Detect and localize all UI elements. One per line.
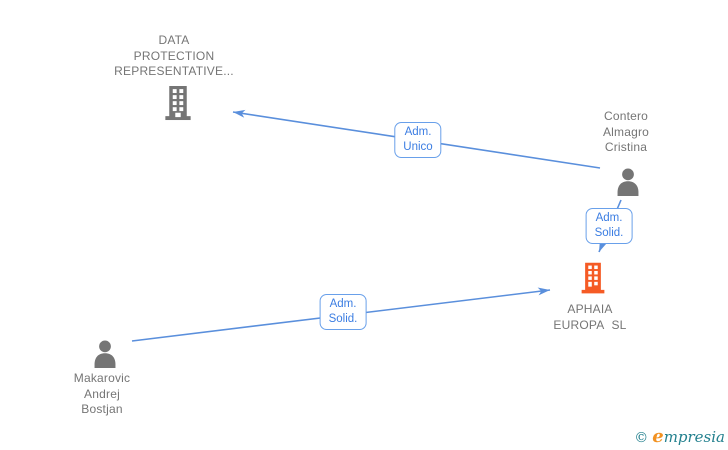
edge-label-adm-solid-contero: Adm. Solid. [585,208,633,244]
node-aphaia-europa-sl[interactable]: APHAIA EUROPA SL [505,262,675,333]
node-contero-almagro-cristina[interactable]: Contero Almagro Cristina [541,109,711,196]
node-label: Contero Almagro Cristina [602,109,650,154]
person-icon [613,167,643,196]
building-icon [579,262,607,295]
empresia-watermark: ©empresia [634,426,725,447]
copyright-icon: © [634,430,649,446]
edge-label-adm-solid-makarovic: Adm. Solid. [319,294,367,330]
brand-initial: e [652,426,664,447]
person-icon [90,340,120,368]
node-data-protection-representative[interactable]: DATA PROTECTION REPRESENTATIVE... [89,33,259,121]
node-label: DATA PROTECTION REPRESENTATIVE... [114,33,234,78]
node-makarovic-andrej-bostjan[interactable]: Makarovic Andrej Bostjan [17,340,187,418]
brand-name: mpresia [663,428,725,446]
node-label: APHAIA EUROPA SL [553,302,627,332]
edge-label-adm-unico: Adm. Unico [394,122,442,158]
node-label: Makarovic Andrej Bostjan [73,371,131,416]
building-icon [162,85,194,121]
